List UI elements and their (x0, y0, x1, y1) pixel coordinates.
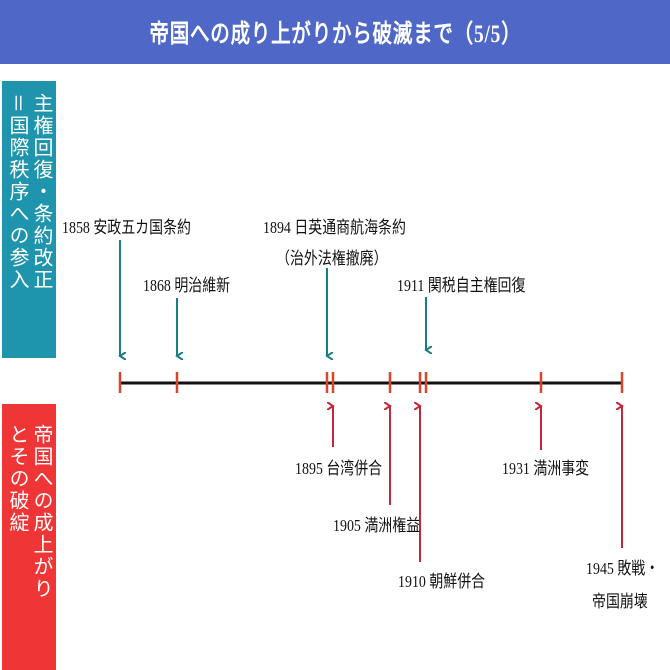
sovereignty-panel: 主権回復・条約改正 ＝国際秩序への参入 (2, 81, 56, 358)
page-title: 帝国への成り上がりから破滅まで（5/5） (148, 21, 522, 48)
event-1905: 1905 満洲権益 (333, 516, 421, 535)
event-1895: 1895 台湾併合 (295, 459, 383, 478)
event-1858: 1858 安政五カ国条約 (62, 218, 191, 237)
event-1931: 1931 満洲事変 (502, 459, 590, 478)
event-1911: 1911 関税自主権回復 (397, 276, 526, 295)
empire-panel: 帝国への成上がり とその破綻 (2, 404, 56, 670)
sovereignty-label-2: ＝国際秩序への参入 (6, 93, 28, 291)
empire-label-1: 帝国への成上がり (30, 424, 52, 600)
event-1894: 1894 日英通商航海条約 (263, 218, 406, 237)
event-1868: 1868 明治維新 (143, 276, 231, 295)
event-1894-note: （治外法権撤廃） (276, 249, 388, 268)
event-1945-note: 帝国崩壊 (592, 592, 648, 611)
event-1910: 1910 朝鮮併合 (398, 572, 486, 591)
empire-label-2: とその破綻 (6, 424, 28, 534)
event-1945: 1945 敗戦・ (586, 559, 660, 578)
title-bar: 帝国への成り上がりから破滅まで（5/5） (0, 0, 670, 64)
sovereignty-label-1: 主権回復・条約改正 (30, 93, 52, 291)
